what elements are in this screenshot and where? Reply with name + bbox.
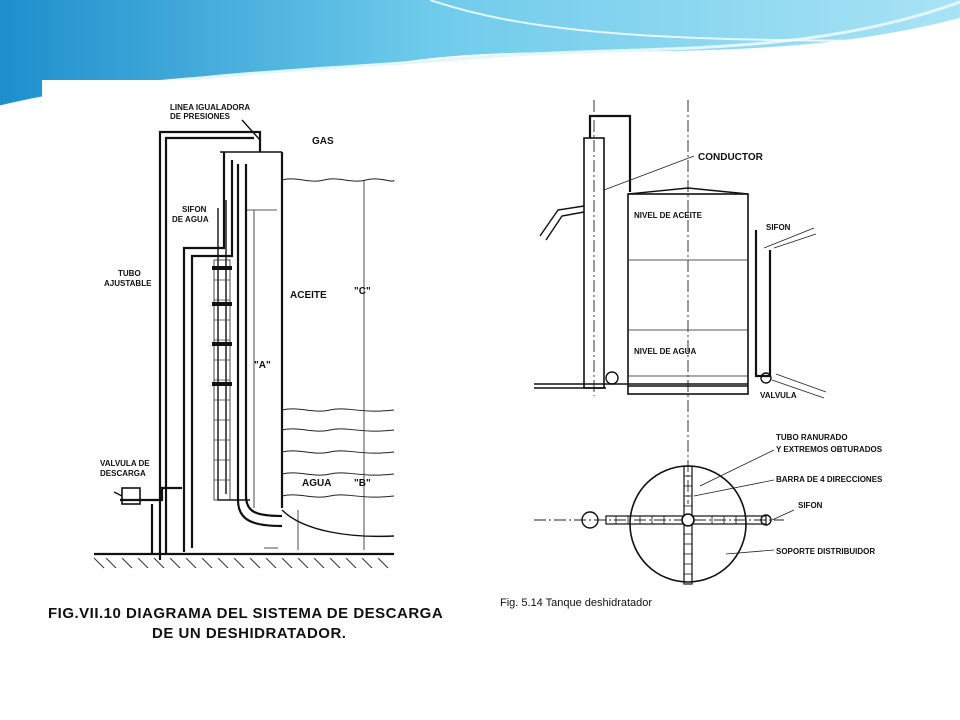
- label-sifon-bottom: SIFON: [798, 501, 823, 510]
- label-nivel-agua: NIVEL DE AGUA: [634, 347, 696, 356]
- label-linea-line1: LINEA IGUALADORA: [170, 103, 250, 112]
- label-aceite: ACEITE: [290, 290, 327, 301]
- dehydrator-tank-drawing: CONDUCTOR NIVEL DE ACEITE SIFON NIVEL DE…: [500, 100, 883, 609]
- label-tubo-ranurado-line1: TUBO RANURADO: [776, 433, 848, 442]
- right-caption: Fig. 5.14 Tanque deshidratador: [500, 597, 652, 609]
- label-valvula: VALVULA: [760, 391, 797, 400]
- label-b: "B": [354, 478, 371, 489]
- label-sifon-line1: SIFON: [182, 205, 207, 214]
- label-nivel-aceite: NIVEL DE ACEITE: [634, 211, 703, 220]
- label-tubo-line2: AJUSTABLE: [104, 279, 152, 288]
- discharge-system-drawing: LINEA IGUALADORA DE PRESIONES GAS SIFON …: [48, 103, 443, 642]
- water-siphon-pipe: [182, 152, 226, 552]
- label-conductor: CONDUCTOR: [698, 152, 764, 163]
- discharge-valve: [113, 486, 182, 554]
- left-caption-line1: FIG.VII.10 DIAGRAMA DEL SISTEMA DE DESCA…: [48, 605, 443, 622]
- label-sifon-line2: DE AGUA: [172, 215, 209, 224]
- label-gas: GAS: [312, 136, 334, 147]
- label-barra: BARRA DE 4 DIRECCIONES: [776, 475, 883, 484]
- label-c: "C": [354, 286, 371, 297]
- siphon-pipe: [754, 230, 772, 378]
- discharge-system-figure: LINEA IGUALADORA DE PRESIONES GAS SIFON …: [42, 80, 458, 648]
- label-valvula-line2: DESCARGA: [100, 469, 146, 478]
- label-linea-line2: DE PRESIONES: [170, 112, 231, 121]
- label-sifon-top: SIFON: [766, 223, 791, 232]
- tank-body: [627, 193, 749, 395]
- dehydrator-tank-figure: CONDUCTOR NIVEL DE ACEITE SIFON NIVEL DE…: [494, 80, 926, 628]
- label-soporte: SOPORTE DISTRIBUIDOR: [776, 547, 875, 556]
- left-caption-line2: DE UN DESHIDRATADOR.: [152, 625, 346, 642]
- label-a: "A": [254, 360, 271, 371]
- label-valvula-line1: VALVULA DE: [100, 459, 150, 468]
- equalizer-pipe: [158, 130, 262, 560]
- label-tubo-line1: TUBO: [118, 269, 141, 278]
- label-agua: AGUA: [302, 478, 331, 489]
- label-tubo-ranurado-line2: Y EXTREMOS OBTURADOS: [776, 445, 883, 454]
